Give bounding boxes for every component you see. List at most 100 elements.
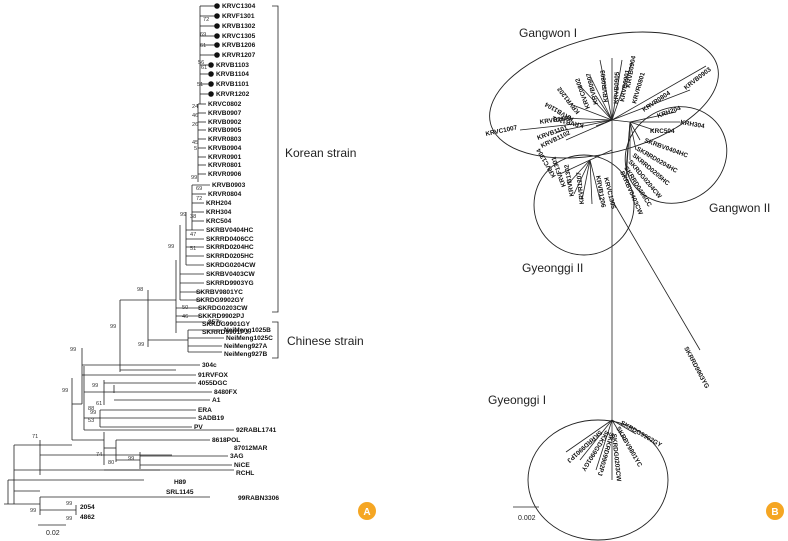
gyeonggi1-leaf-labels: SKRDG9902GY SKRBV9801YC SKRDG0203CW SKKR… <box>565 420 663 483</box>
svg-text:74: 74 <box>96 452 102 458</box>
leaf-label: SKRBV0403CW <box>206 271 256 278</box>
svg-text:61: 61 <box>96 401 102 407</box>
leaf-label: 3AG <box>230 453 244 460</box>
svg-text:99: 99 <box>110 324 116 330</box>
leaf-label: H89 <box>174 479 186 486</box>
svg-text:88: 88 <box>88 406 94 412</box>
svg-text:99: 99 <box>62 388 68 394</box>
leaf-label: SRL1145 <box>166 489 194 496</box>
svg-text:45: 45 <box>192 140 198 146</box>
scale-label-b: 0.002 <box>518 515 536 522</box>
scale-label-a: 0.02 <box>46 530 60 537</box>
svg-text:61: 61 <box>201 65 207 71</box>
leaf-label: KRVB0907 <box>208 110 242 117</box>
leaf-label: KRVB1302 <box>222 23 256 30</box>
svg-text:69: 69 <box>200 32 206 38</box>
leaf-label: 87012MAR <box>234 445 268 452</box>
svg-text:38: 38 <box>190 214 196 220</box>
svg-text:61: 61 <box>200 43 206 49</box>
leaf-label: KRVR1207 <box>222 52 256 59</box>
panel-a-tree <box>4 5 234 526</box>
svg-text:A: A <box>363 507 370 518</box>
group-label-gangwon-1: Gangwon I <box>519 26 577 40</box>
group-label-gangwon-2: Gangwon II <box>709 201 770 215</box>
svg-text:99: 99 <box>70 347 76 353</box>
leaf-label: KRVR0804 <box>208 191 242 198</box>
korean-strain-bracket <box>272 5 279 313</box>
group-label-korean: Korean strain <box>285 146 356 160</box>
leaf-label: SKRRD9901PJ <box>202 329 249 336</box>
svg-text:99: 99 <box>191 175 197 181</box>
svg-text:KRVR1207: KRVR1207 <box>576 171 586 204</box>
leaf-labels-a: KRVC1304 KRVF1301 KRVB1302 KRVC1305 KRVB… <box>80 3 279 521</box>
svg-text:KRH204: KRH204 <box>656 105 682 120</box>
leaf-label: 304c <box>202 362 217 369</box>
leaf-label: ERA <box>198 407 212 414</box>
svg-text:99: 99 <box>90 410 96 416</box>
svg-text:KRVB0903: KRVB0903 <box>683 66 713 92</box>
leaf-label: NeiMeng1025C <box>226 335 273 342</box>
leaf-label: PV <box>194 424 203 431</box>
svg-text:B: B <box>771 507 778 518</box>
svg-text:99: 99 <box>66 501 72 507</box>
leaf-label: A1 <box>212 397 221 404</box>
group-label-chinese: Chinese strain <box>287 334 364 348</box>
svg-text:KRVB1302: KRVB1302 <box>563 163 576 196</box>
leaf-label: KRVB0905 <box>208 127 242 134</box>
leaf-label: KRVB0902 <box>208 119 242 126</box>
leaf-label: 8480FX <box>214 389 238 396</box>
leaf-label: SKRRD9903YG <box>206 280 254 287</box>
panel-badge-a: A <box>358 502 376 520</box>
leaf-label: NeiMeng1025B <box>224 327 271 334</box>
svg-text:KRVC1007: KRVC1007 <box>485 124 518 138</box>
svg-text:98: 98 <box>137 287 143 293</box>
leaf-label: KRVC1305 <box>222 33 256 40</box>
long-branch-label: SKRRD9903YG <box>682 346 710 390</box>
leaf-label: SKRRD0204HC <box>206 244 254 251</box>
leaf-label: 4055DGC <box>198 380 228 387</box>
svg-text:99: 99 <box>180 212 186 218</box>
svg-text:46: 46 <box>182 314 188 320</box>
svg-text:99: 99 <box>30 508 36 514</box>
chinese-strain-bracket <box>272 321 279 359</box>
leaf-label: NiCE <box>234 462 250 469</box>
group-label-gyeonggi-2: Gyeonggi II <box>522 261 583 275</box>
svg-text:KRVB1103: KRVB1103 <box>539 115 572 126</box>
leaf-label: 4862 <box>80 514 95 521</box>
leaf-label: KRVB0903 <box>212 182 246 189</box>
leaf-label: KRH304 <box>206 209 232 216</box>
leaf-label: KRVR0803 <box>208 136 242 143</box>
svg-text:69: 69 <box>196 186 202 192</box>
tip-markers <box>208 3 220 97</box>
svg-text:99: 99 <box>128 456 134 462</box>
leaf-label: SADB19 <box>198 415 224 422</box>
leaf-label: SKRBV9801YC <box>196 289 243 296</box>
svg-text:50: 50 <box>182 305 188 311</box>
leaf-label: SKRRD0205HC <box>206 253 254 260</box>
leaf-label: KRVC0802 <box>208 101 242 108</box>
leaf-label: SKRDG0203CW <box>198 305 248 312</box>
panel-b-tree <box>489 31 728 541</box>
leaf-label: KRVB1101 <box>216 81 249 88</box>
panel-badge-b: B <box>766 502 784 520</box>
leaf-label: RCHL <box>236 470 254 477</box>
leaf-label: SKRRD0406CC <box>206 236 254 243</box>
svg-text:80: 80 <box>108 460 114 466</box>
leaf-label: KRVR0801 <box>208 162 242 169</box>
svg-text:99: 99 <box>138 342 144 348</box>
svg-text:71: 71 <box>32 434 38 440</box>
group-label-gyeonggi-1: Gyeonggi I <box>488 393 546 407</box>
leaf-label: 857r <box>208 319 222 326</box>
leaf-label: NeiMeng927A <box>224 343 267 350</box>
svg-text:26: 26 <box>192 122 198 128</box>
leaf-label: SKKDG9901GY <box>202 321 251 328</box>
svg-text:24: 24 <box>192 104 198 110</box>
leaf-label: KRVB1103 <box>216 62 249 69</box>
svg-text:KRVB0905: KRVB0905 <box>613 71 621 104</box>
svg-text:99: 99 <box>66 516 72 522</box>
svg-text:KRH304: KRH304 <box>680 119 706 130</box>
svg-text:72: 72 <box>203 17 209 23</box>
svg-text:46: 46 <box>192 113 198 119</box>
leaf-label: KRVF1301 <box>222 13 255 20</box>
